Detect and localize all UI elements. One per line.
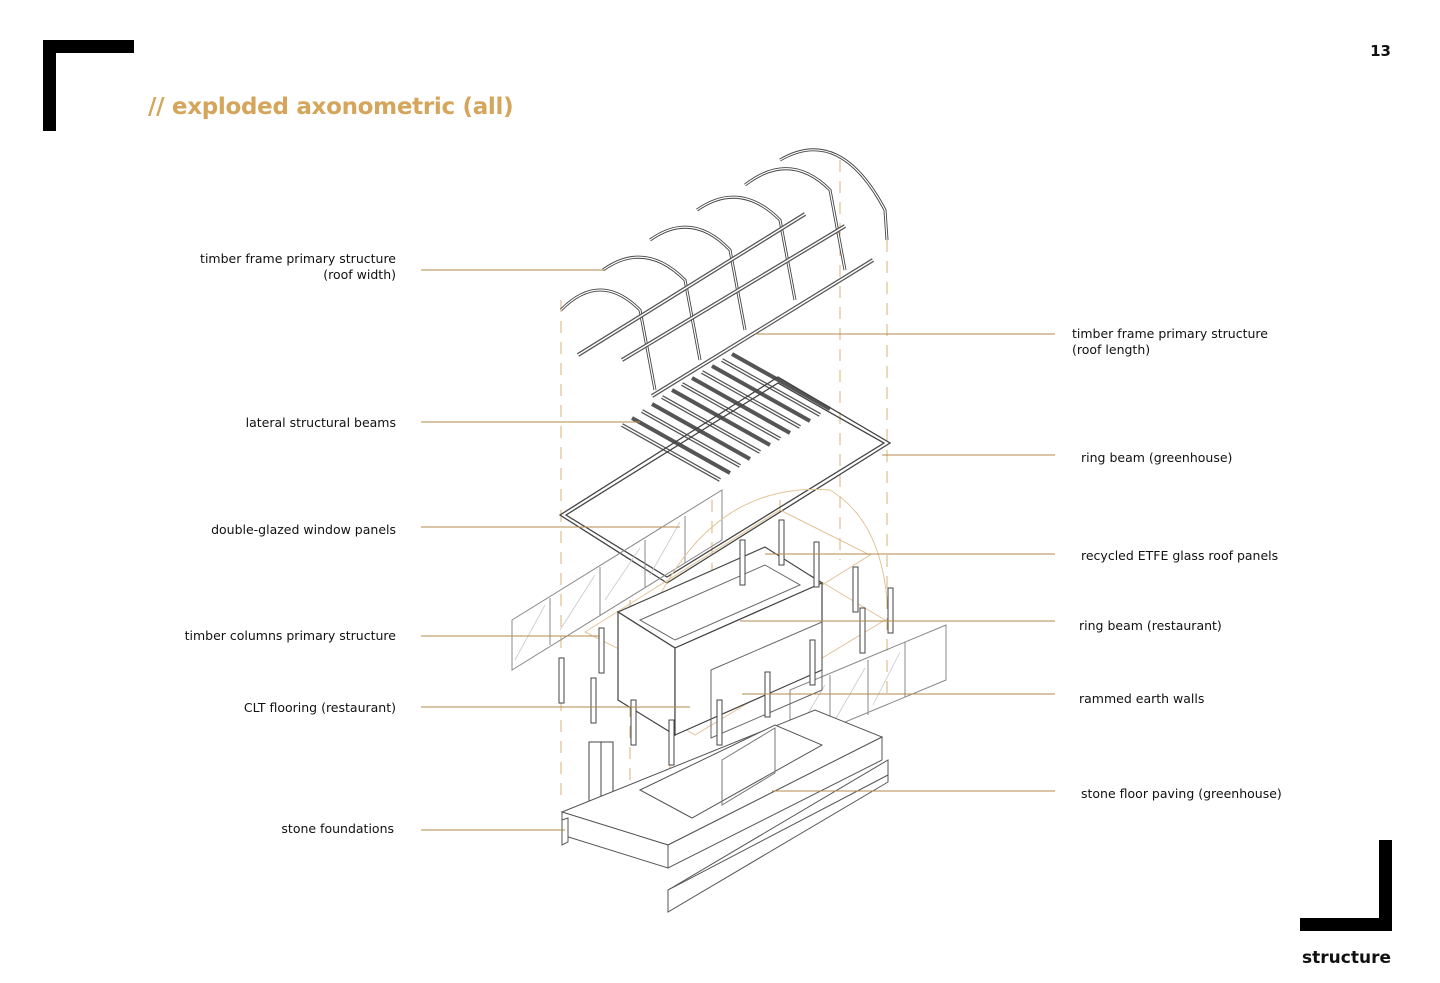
label-roof-width: timber frame primary structure (roof wid… xyxy=(200,251,396,282)
label-timber-columns: timber columns primary structure xyxy=(184,628,396,643)
label-window-panels: double-glazed window panels xyxy=(211,522,396,537)
label-etfe-roof-panels: recycled ETFE glass roof panels xyxy=(1081,548,1279,563)
page-number: 13 xyxy=(1370,42,1391,60)
label-rammed-earth-walls: rammed earth walls xyxy=(1079,691,1205,706)
section-label: structure xyxy=(1302,948,1391,968)
label-ring-beam-greenhouse: ring beam (greenhouse) xyxy=(1081,450,1233,465)
foundations xyxy=(561,759,889,913)
timber-columns xyxy=(558,519,894,766)
leader-lines xyxy=(421,269,1055,831)
corner-mark-top-left-vertical xyxy=(43,40,56,131)
label-roof-length: timber frame primary structure (roof len… xyxy=(1072,326,1268,357)
label-clt-flooring: CLT flooring (restaurant) xyxy=(243,700,396,715)
label-lateral-beams: lateral structural beams xyxy=(245,415,396,430)
label-stone-foundations: stone foundations xyxy=(281,821,394,836)
corner-mark-top-left xyxy=(43,40,134,53)
roof-length-members xyxy=(576,212,875,398)
label-ring-beam-restaurant: ring beam (restaurant) xyxy=(1079,618,1222,633)
corner-mark-bottom-right-vertical xyxy=(1379,840,1392,931)
page-title: // exploded axonometric (all) xyxy=(148,94,514,120)
corner-mark-bottom-right xyxy=(1300,918,1392,931)
label-stone-paving: stone floor paving (greenhouse) xyxy=(1081,786,1282,801)
